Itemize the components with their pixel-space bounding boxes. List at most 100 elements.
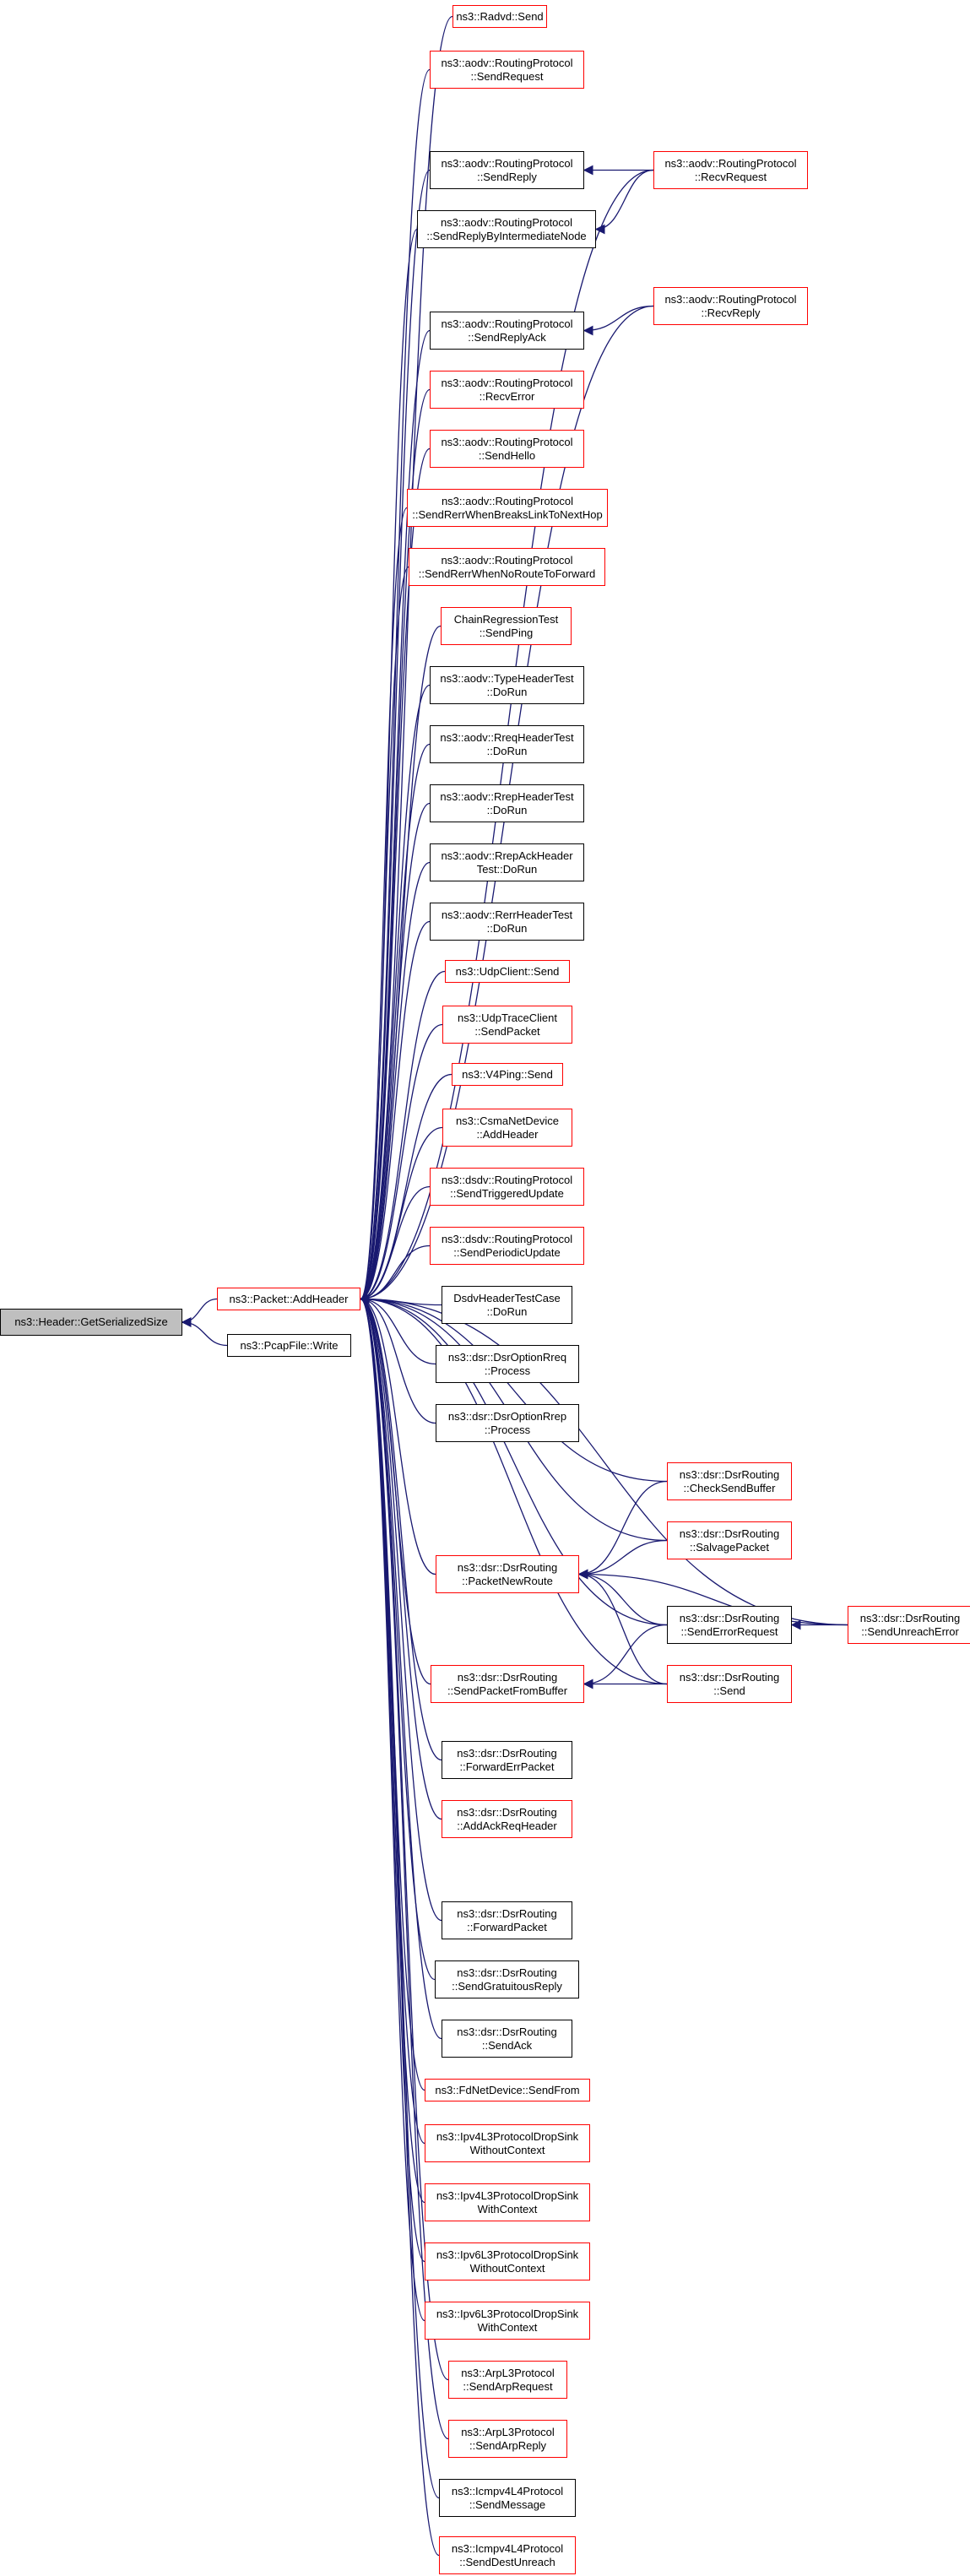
edge-aodv-recvreply-to-aodv-sendreplyack (583, 305, 654, 336)
node-rrephdrtest[interactable]: ns3::aodv::RrepHeaderTest::DoRun (430, 784, 584, 822)
edge-dsdv-trig-to-addheader (359, 1185, 431, 1304)
node-dsr-send[interactable]: ns3::dsr::DsrRouting::Send (667, 1665, 792, 1703)
node-rreqhdrtest[interactable]: ns3::aodv::RreqHeaderTest::DoRun (430, 725, 584, 763)
edge-dsr-fwdpkt-to-addheader (359, 1293, 442, 1922)
edge-rrephdrtest-to-addheader (359, 802, 431, 1304)
node-label-line: ns3::aodv::RrepAckHeader (441, 849, 573, 862)
edge-dsr-send-to-addheader (359, 1293, 668, 1685)
node-label-line: ns3::dsr::DsrRouting (679, 1527, 780, 1540)
node-chainping[interactable]: ChainRegressionTest::SendPing (441, 607, 572, 645)
node-dsdvtest[interactable]: DsdvHeaderTestCase::DoRun (442, 1286, 572, 1324)
node-label-line: ns3::V4Ping::Send (462, 1067, 553, 1081)
node-label-line: ns3::aodv::RrepHeaderTest (440, 789, 574, 803)
edge-addheader-to-root (181, 1298, 218, 1327)
node-radvd[interactable]: ns3::Radvd::Send (452, 5, 547, 28)
node-dsr-sendfrombuf[interactable]: ns3::dsr::DsrRouting::SendPacketFromBuff… (431, 1665, 584, 1703)
node-label-line: ns3::dsr::DsrRouting (457, 2025, 557, 2038)
node-typehdrtest[interactable]: ns3::aodv::TypeHeaderTest::DoRun (430, 666, 584, 704)
node-label-line: ns3::ArpL3Protocol (461, 2425, 555, 2438)
node-label-line: Test::DoRun (476, 862, 538, 876)
node-label-line: ::SendUnreachError (861, 1624, 959, 1638)
node-rerrhdrtest[interactable]: ns3::aodv::RerrHeaderTest::DoRun (430, 903, 584, 941)
node-label-line: ns3::aodv::RoutingProtocol (664, 156, 797, 170)
node-label-line: ns3::Header::GetSerializedSize (14, 1315, 168, 1328)
node-label-line: ns3::aodv::RoutingProtocol (441, 56, 573, 69)
node-label-line: ::SendErrorRequest (680, 1624, 778, 1638)
node-dsr-unreach[interactable]: ns3::dsr::DsrRouting::SendUnreachError (848, 1606, 970, 1644)
node-label-line: ::DoRun (486, 921, 528, 935)
node-label-line: ::DoRun (486, 685, 528, 698)
node-label-line: ::ForwardErrPacket (459, 1760, 555, 1773)
node-udpclient[interactable]: ns3::UdpClient::Send (445, 960, 570, 983)
node-csma[interactable]: ns3::CsmaNetDevice::AddHeader (442, 1109, 572, 1147)
node-dsr-gratuitous[interactable]: ns3::dsr::DsrRouting::SendGratuitousRepl… (435, 1960, 579, 1998)
node-icmp-msg[interactable]: ns3::Icmpv4L4Protocol::SendMessage (439, 2479, 576, 2517)
node-dsr-fwdpkt[interactable]: ns3::dsr::DsrRouting::ForwardPacket (442, 1901, 572, 1939)
node-aodv-rerrbreaks[interactable]: ns3::aodv::RoutingProtocol::SendRerrWhen… (407, 489, 608, 527)
node-fdnet[interactable]: ns3::FdNetDevice::SendFrom (425, 2079, 590, 2101)
edge-dsr-sendack-to-addheader (359, 1293, 442, 2040)
node-aodv-recverror[interactable]: ns3::aodv::RoutingProtocol::RecvError (430, 371, 584, 409)
node-aodv-sendreplyint[interactable]: ns3::aodv::RoutingProtocol::SendReplyByI… (417, 210, 596, 248)
node-label-line: ::SendArpReply (469, 2438, 547, 2452)
node-label-line: ns3::aodv::RoutingProtocol (441, 435, 573, 448)
node-aodv-sendreply[interactable]: ns3::aodv::RoutingProtocol::SendReply (430, 151, 584, 189)
node-label-line: ns3::dsdv::RoutingProtocol (441, 1173, 573, 1186)
node-aodv-rerrnoroute[interactable]: ns3::aodv::RoutingProtocol::SendRerrWhen… (409, 548, 605, 586)
node-arp-reply[interactable]: ns3::ArpL3Protocol::SendArpReply (448, 2420, 567, 2458)
edge-aodv-rerrbreaks-to-addheader (359, 507, 408, 1304)
node-label-line: ns3::UdpTraceClient (457, 1011, 557, 1024)
node-aodv-sendreplyack[interactable]: ns3::aodv::RoutingProtocol::SendReplyAck (430, 312, 584, 350)
edge-dsr-rrep-to-addheader (359, 1293, 436, 1424)
node-label-line: ::DoRun (486, 1304, 528, 1318)
node-label-line: ::SendReply (477, 170, 537, 183)
node-label-line: ns3::dsr::DsrRouting (457, 1560, 558, 1574)
edge-rreqhdrtest-to-addheader (359, 743, 431, 1304)
node-label-line: ::ForwardPacket (467, 1920, 547, 1933)
node-v4ping[interactable]: ns3::V4Ping::Send (452, 1063, 563, 1086)
node-label-line: ::RecvError (479, 389, 535, 403)
edge-dsdv-periodic-to-addheader (359, 1245, 431, 1304)
node-label-line: ::SendDestUnreach (459, 2555, 555, 2568)
node-dsr-rrep[interactable]: ns3::dsr::DsrOptionRrep::Process (436, 1404, 579, 1442)
node-udptrace[interactable]: ns3::UdpTraceClient::SendPacket (442, 1006, 572, 1044)
node-addheader[interactable]: ns3::Packet::AddHeader (217, 1288, 360, 1310)
node-label-line: ::AddAckReqHeader (457, 1819, 557, 1832)
node-dsr-checksend[interactable]: ns3::dsr::DsrRouting::CheckSendBuffer (667, 1462, 792, 1500)
node-dsr-senderrreq[interactable]: ns3::dsr::DsrRouting::SendErrorRequest (667, 1606, 792, 1644)
node-dsdv-trig[interactable]: ns3::dsdv::RoutingProtocol::SendTriggere… (430, 1168, 584, 1206)
node-label-line: ns3::Ipv6L3ProtocolDropSink (436, 2307, 579, 2320)
node-label-line: WithoutContext (469, 2143, 545, 2156)
node-dsr-sendack[interactable]: ns3::dsr::DsrRouting::SendAck (442, 2020, 572, 2058)
node-dsr-fwderr[interactable]: ns3::dsr::DsrRouting::ForwardErrPacket (442, 1741, 572, 1779)
node-label-line: ns3::ArpL3Protocol (461, 2366, 555, 2379)
node-dsr-salvage[interactable]: ns3::dsr::DsrRouting::SalvagePacket (667, 1521, 792, 1559)
node-label-line: WithoutContext (469, 2261, 545, 2275)
node-label-line: ::Send (713, 1684, 745, 1697)
node-dsr-addack[interactable]: ns3::dsr::DsrRouting::AddAckReqHeader (442, 1800, 572, 1838)
edge-dsr-newroute-to-addheader (359, 1293, 436, 1575)
node-label-line: ns3::FdNetDevice::SendFrom (435, 2083, 580, 2096)
edge-dsr-gratuitous-to-addheader (359, 1293, 436, 1981)
node-aodv-sendreq[interactable]: ns3::aodv::RoutingProtocol::SendRequest (430, 51, 584, 89)
node-label-line: ::DoRun (486, 803, 528, 816)
node-label-line: ns3::aodv::TypeHeaderTest (440, 671, 574, 685)
node-dsr-rreq[interactable]: ns3::dsr::DsrOptionRreq::Process (436, 1345, 579, 1383)
node-aodv-sendhello[interactable]: ns3::aodv::RoutingProtocol::SendHello (430, 430, 584, 468)
node-arp-req[interactable]: ns3::ArpL3Protocol::SendArpRequest (448, 2361, 567, 2399)
node-label-line: ns3::PcapFile::Write (240, 1338, 339, 1352)
node-pcapwrite[interactable]: ns3::PcapFile::Write (227, 1334, 351, 1357)
node-aodv-recvreq[interactable]: ns3::aodv::RoutingProtocol::RecvRequest (653, 151, 808, 189)
node-label-line: ::SendRequest (470, 69, 544, 83)
node-dsr-newroute[interactable]: ns3::dsr::DsrRouting::PacketNewRoute (436, 1555, 579, 1593)
node-dsdv-periodic[interactable]: ns3::dsdv::RoutingProtocol::SendPeriodic… (430, 1227, 584, 1265)
node-label-line: ::SendReplyByIntermediateNode (426, 229, 587, 242)
node-icmp-unreach[interactable]: ns3::Icmpv4L4Protocol::SendDestUnreach (439, 2536, 576, 2574)
node-label-line: ::SendTriggeredUpdate (450, 1186, 564, 1200)
node-aodv-recvreply[interactable]: ns3::aodv::RoutingProtocol::RecvReply (653, 287, 808, 325)
